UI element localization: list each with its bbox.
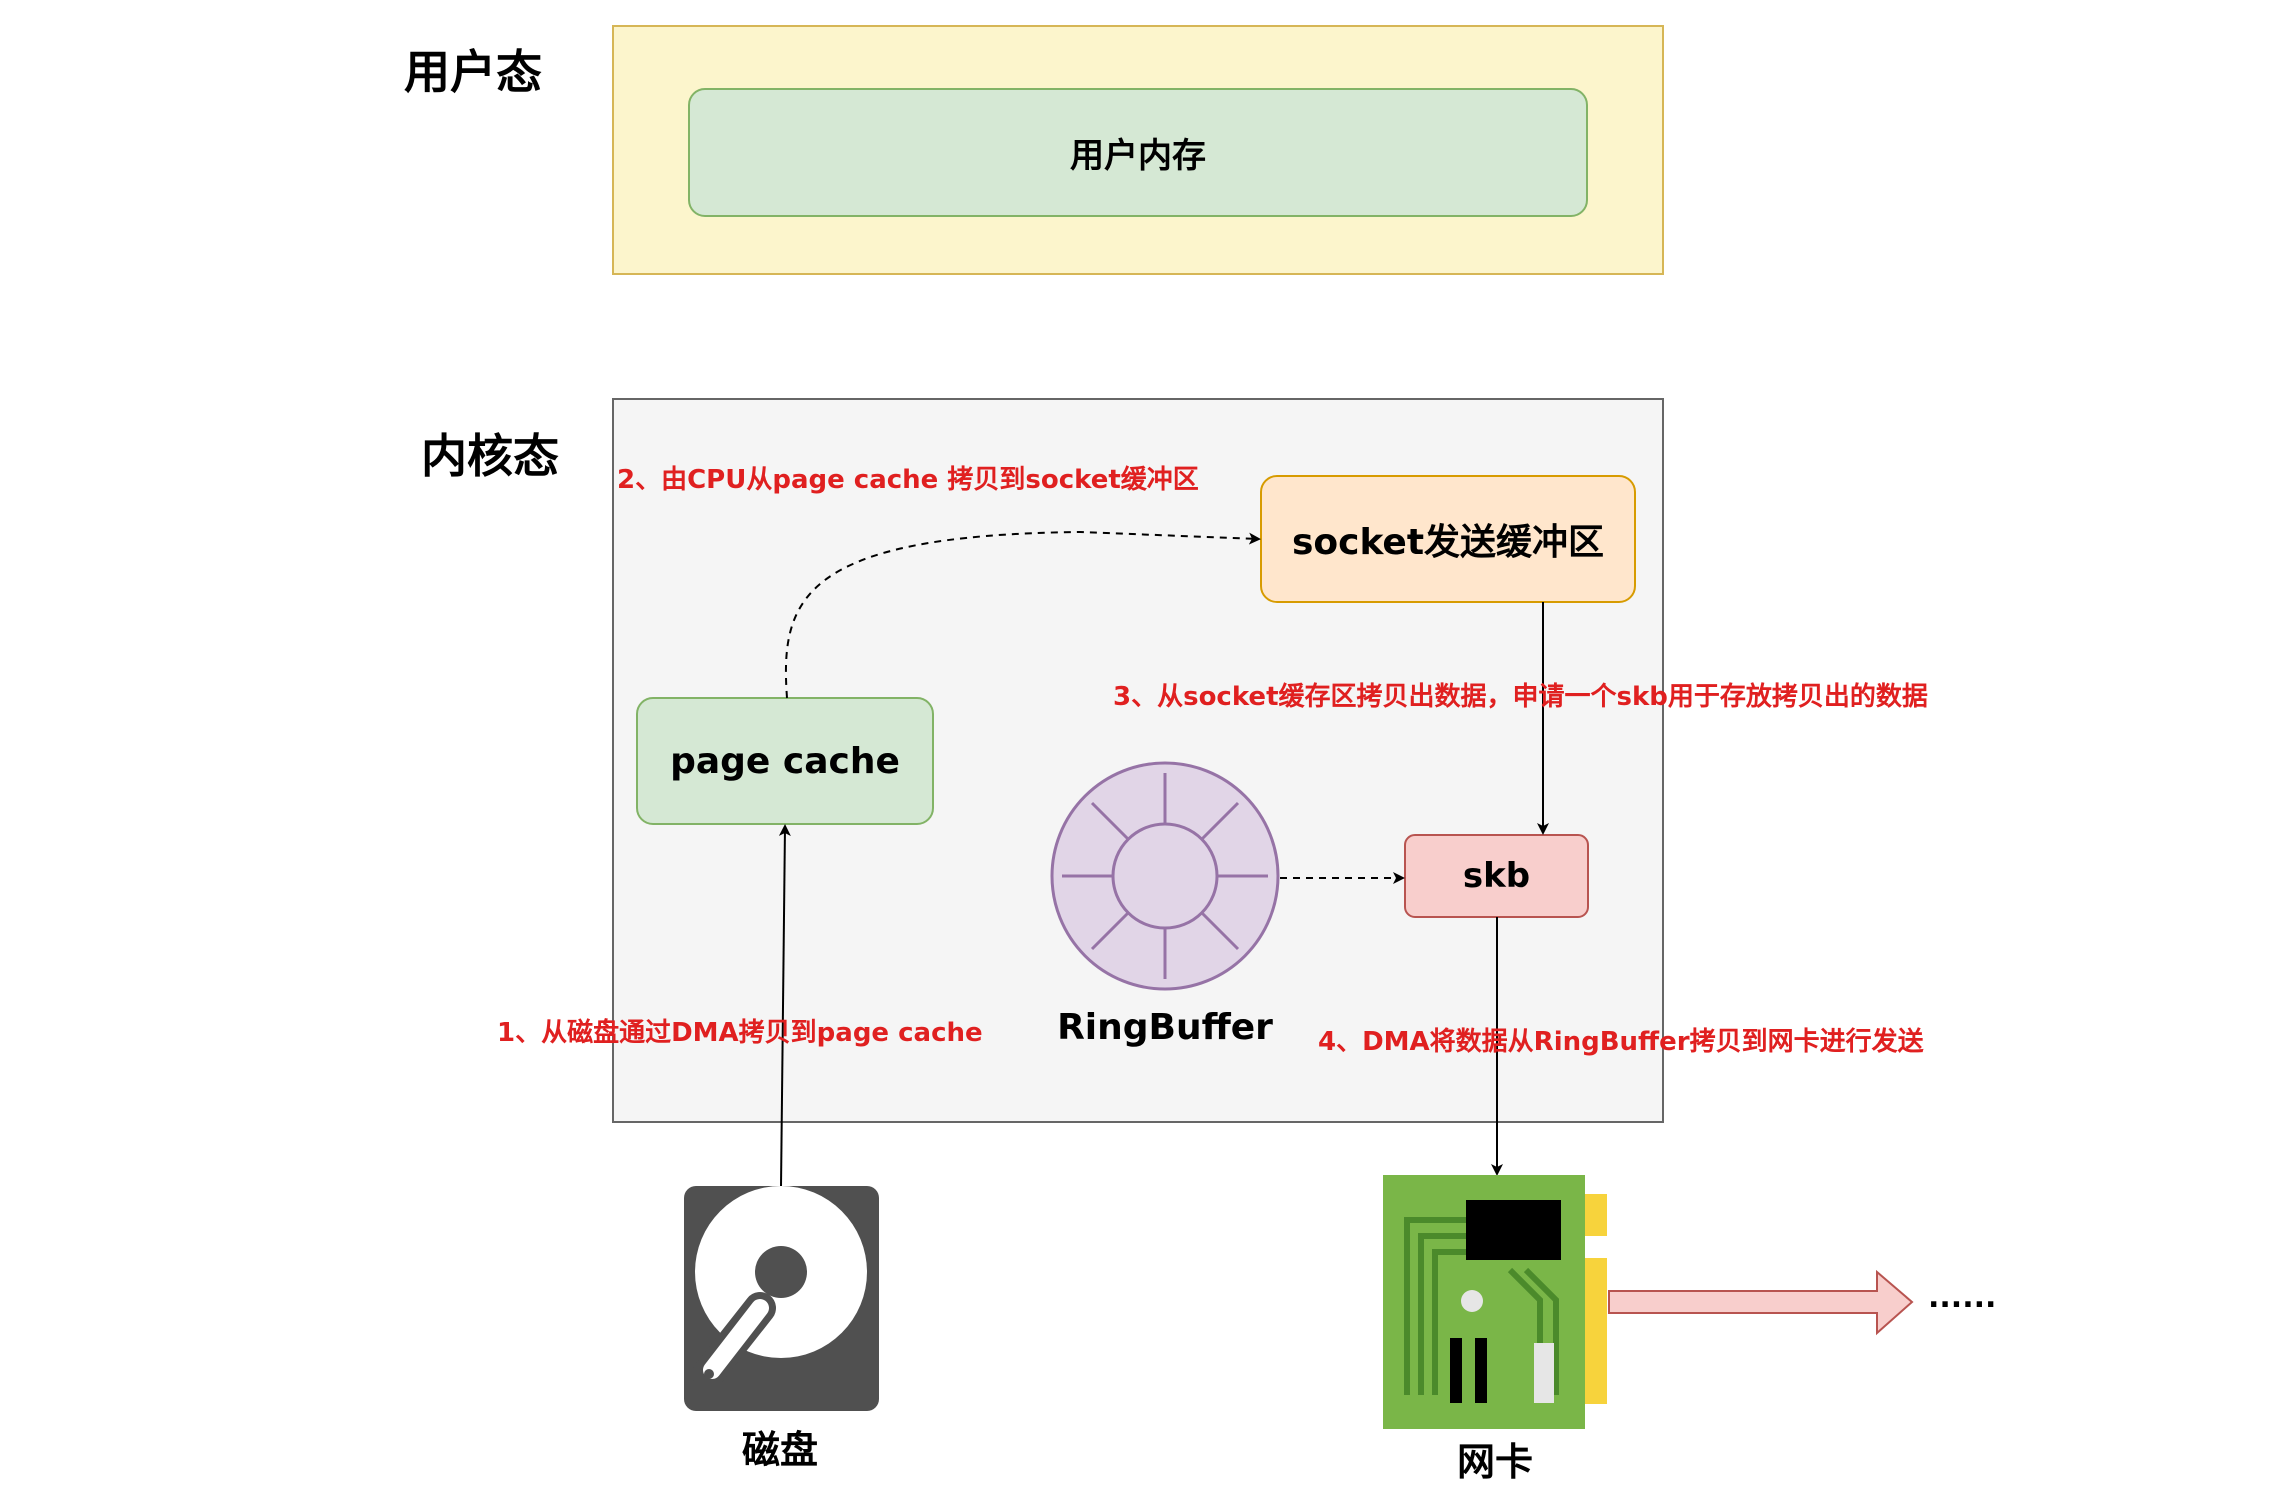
skb-label: skb [1462, 856, 1531, 896]
socket-buffer-box [1260, 475, 1636, 603]
step-3-label: 3、从socket缓存区拷贝出数据，申请一个skb用于存放拷贝出的数据 [1113, 682, 1928, 712]
nic-outbound-arrow [1608, 1269, 1914, 1336]
ringbuffer-label: RingBuffer [1057, 1006, 1273, 1048]
disk-icon [684, 1186, 879, 1411]
step-2-label: 2、由CPU从page cache 拷贝到socket缓冲区 [617, 465, 1199, 495]
dma-disk-to-pagecache-arrow [778, 824, 791, 1188]
disk-label: 磁盘 [741, 1427, 818, 1472]
user-memory-label: 用户内存 [1070, 136, 1206, 176]
ellipsis-label: ...... [1928, 1280, 1997, 1315]
nic-label: 网卡 [1456, 1439, 1533, 1484]
page-cache-label: page cache [670, 740, 900, 782]
step-4-label: 4、DMA将数据从RingBuffer拷贝到网卡进行发送 [1318, 1027, 1924, 1057]
user-memory-box [688, 88, 1588, 217]
user-mode-title: 用户态 [404, 45, 542, 99]
cpu-copy-pagecache-to-socket-arrow [784, 530, 1261, 699]
ringbuffer-icon [1050, 761, 1280, 991]
kernel-mode-title: 内核态 [421, 429, 559, 483]
page-cache-box [636, 697, 934, 825]
socket-buffer-label: socket发送缓冲区 [1291, 522, 1605, 563]
step-1-label: 1、从磁盘通过DMA拷贝到page cache [497, 1018, 983, 1048]
nic-icon [1383, 1175, 1607, 1429]
